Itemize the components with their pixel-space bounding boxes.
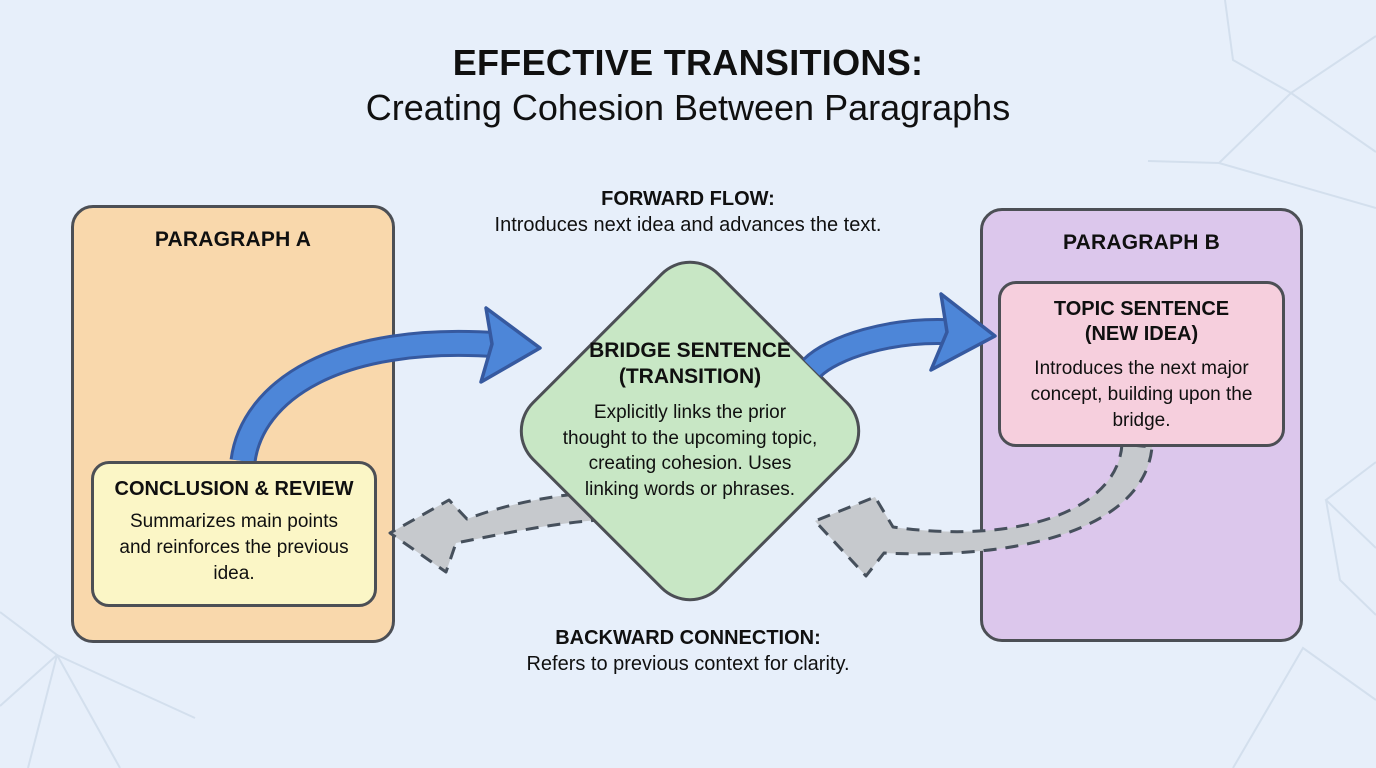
forward-flow-description: Introduces next idea and advances the te… [494, 214, 882, 236]
bridge-sentence-text: BRIDGE SENTENCE (TRANSITION) Explicitly … [525, 338, 855, 502]
pattern-line [56, 654, 121, 768]
forward-flow-label: FORWARD FLOW: Introduces next idea and a… [413, 186, 963, 238]
page-title-line2: Creating Cohesion Between Paragraphs [365, 87, 1011, 128]
pattern-line [1224, 0, 1376, 95]
pattern-line [27, 654, 58, 768]
pattern-line [1325, 499, 1376, 616]
pattern-line [1324, 461, 1376, 549]
bridge-heading-line1: BRIDGE SENTENCE [589, 339, 791, 362]
backward-connection-description: Refers to previous context for clarity. [526, 653, 850, 675]
conclusion-review-body: Summarizes main points and reinforces th… [119, 511, 349, 584]
backward-connection-heading: BACKWARD CONNECTION: [555, 627, 821, 649]
conclusion-review-box: CONCLUSION & REVIEW Summarizes main poin… [91, 461, 377, 607]
page-title: EFFECTIVE TRANSITIONS: Creating Cohesion… [0, 40, 1376, 130]
pattern-line [1147, 160, 1220, 164]
topic-sentence-heading-line1: TOPIC SENTENCE [1053, 298, 1230, 320]
pattern-line [56, 654, 196, 719]
conclusion-review-heading: CONCLUSION & REVIEW [114, 478, 354, 500]
pattern-line [1232, 646, 1376, 768]
paragraph-a-title: PARAGRAPH A [154, 228, 312, 251]
bridge-body: Explicitly links the prior thought to th… [562, 402, 818, 500]
topic-sentence-box: TOPIC SENTENCE (NEW IDEA) Introduces the… [998, 281, 1285, 447]
paragraph-b-title: PARAGRAPH B [1063, 231, 1220, 254]
topic-sentence-heading-line2: (NEW IDEA) [1084, 323, 1199, 345]
topic-sentence-body: Introduces the next major concept, build… [1030, 358, 1253, 431]
page-title-line1: EFFECTIVE TRANSITIONS: [452, 42, 924, 83]
backward-connection-label: BACKWARD CONNECTION: Refers to previous … [413, 625, 963, 677]
pattern-line [1290, 92, 1376, 153]
forward-flow-heading: FORWARD FLOW: [601, 188, 775, 210]
bridge-heading-line2: (TRANSITION) [618, 365, 762, 388]
